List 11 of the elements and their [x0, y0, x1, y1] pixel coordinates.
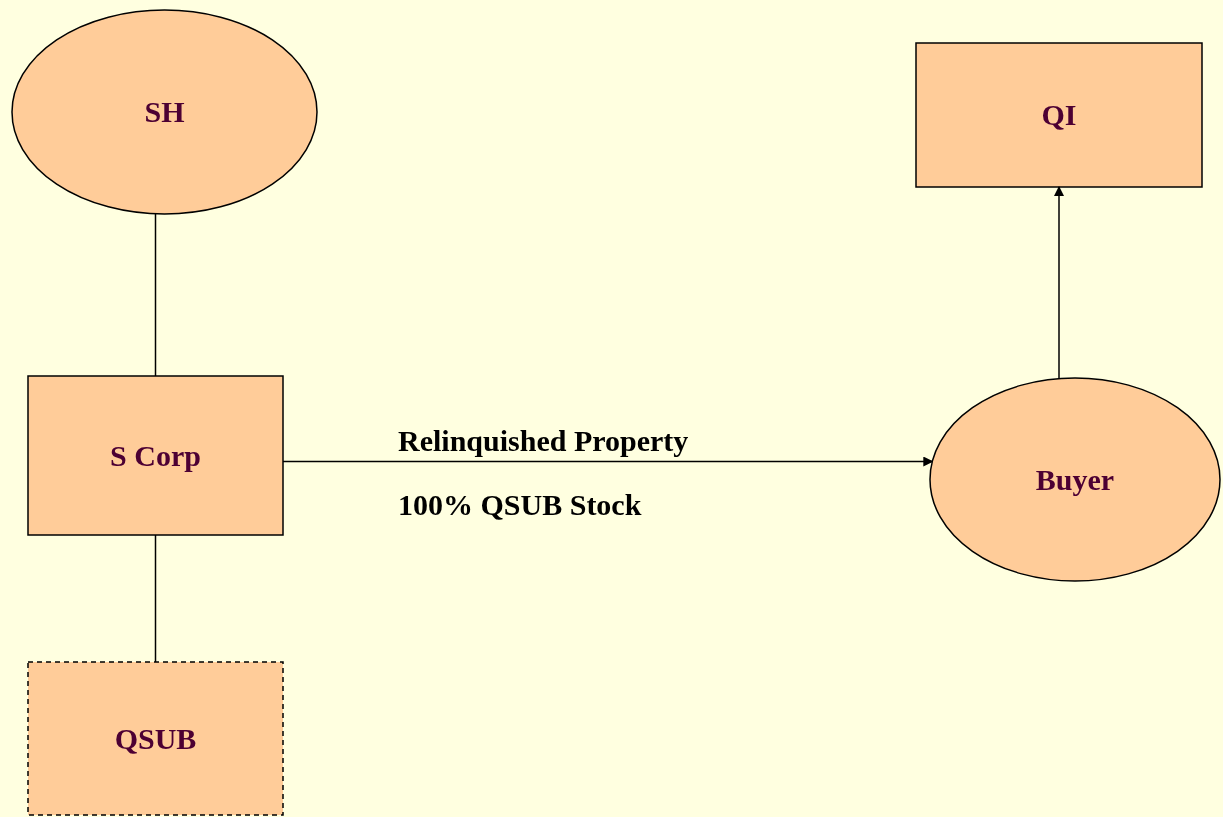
node-label: QI	[1041, 97, 1077, 134]
node-label: QSUB	[114, 720, 197, 757]
arrow	[1054, 186, 1064, 380]
edge-note: 100% QSUB Stock	[398, 487, 642, 523]
connector-line	[154, 534, 157, 663]
connector-line	[154, 213, 157, 377]
node-label: SH	[144, 94, 185, 131]
edge-label: Relinquished Property	[398, 423, 689, 459]
node-label: Buyer	[1035, 461, 1115, 498]
node-label: S Corp	[110, 437, 201, 474]
arrow	[282, 456, 934, 467]
